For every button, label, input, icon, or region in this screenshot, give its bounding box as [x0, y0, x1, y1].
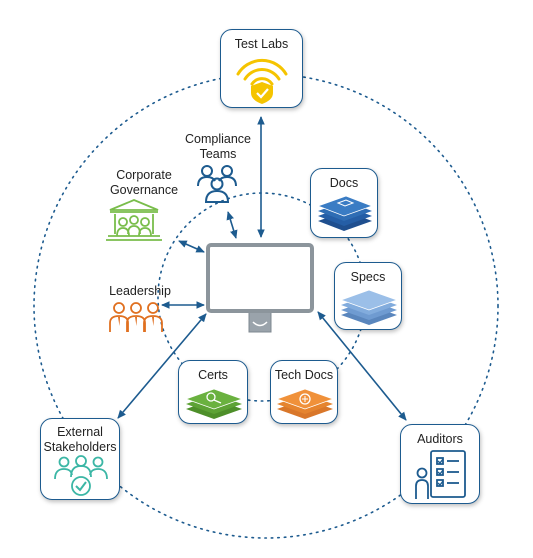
arrow-stakeholders: [117, 313, 207, 419]
test-labs-node: Test Labs: [220, 29, 303, 108]
specs-node: Specs: [334, 262, 402, 330]
compliance-teams-line-1: Compliance: [184, 132, 251, 146]
tech-docs-node: Tech Docs: [270, 360, 338, 424]
paper-stack-icon: [339, 289, 399, 325]
leadership-label: Leadership: [109, 284, 171, 298]
compliance-teams-label: Compliance Teams: [178, 132, 258, 161]
stakeholders-check-icon: [54, 455, 108, 496]
certs-label: Certs: [198, 368, 228, 382]
docs-label: Docs: [329, 176, 359, 190]
document-stack-icon: [316, 195, 374, 231]
tech-document-stack-icon: [275, 388, 335, 419]
wireless-shield-icon: [236, 58, 288, 104]
external-stakeholders-line-2: Stakeholders: [43, 439, 117, 454]
certs-node: Certs: [178, 360, 248, 424]
corporate-governance-line-2: Governance: [109, 182, 179, 197]
docs-node: Docs: [310, 168, 378, 238]
arrow-compliance: [226, 211, 238, 239]
external-stakeholders-label: External Stakeholders: [41, 425, 119, 454]
building-people-icon: [106, 199, 162, 241]
arrow-auditors: [317, 311, 407, 421]
test-labs-label: Test Labs: [234, 37, 289, 51]
monitor-icon: [206, 243, 314, 333]
external-stakeholders-line-1: External: [57, 425, 103, 439]
arrow-governance: [178, 240, 205, 253]
executives-icon: [109, 302, 163, 332]
auditors-node: Auditors: [400, 424, 480, 504]
auditor-checklist-icon: [415, 450, 466, 499]
external-stakeholders-node: External Stakeholders: [40, 418, 120, 500]
tech-docs-label: Tech Docs: [274, 368, 334, 382]
compliance-teams-line-2: Teams: [199, 146, 237, 161]
people-group-icon: [197, 165, 237, 203]
corporate-governance-line-1: Corporate: [116, 168, 172, 182]
auditors-label: Auditors: [417, 432, 463, 446]
corporate-governance-label: Corporate Governance: [104, 168, 184, 197]
certificate-stack-icon: [184, 388, 244, 419]
specs-label: Specs: [350, 270, 386, 284]
